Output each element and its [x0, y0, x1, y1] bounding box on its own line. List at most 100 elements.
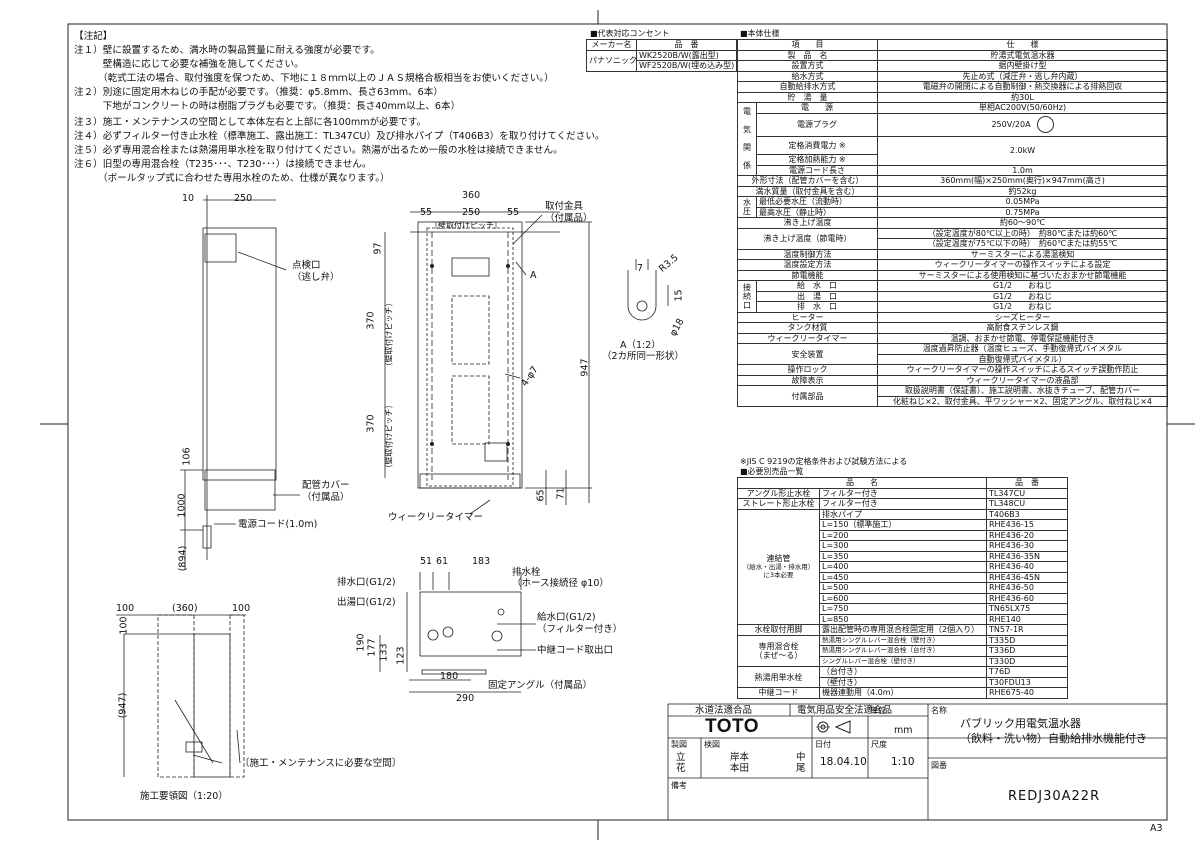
hot-port-icon [442, 626, 454, 638]
detail-15: 15 [673, 289, 685, 302]
date-value: 18.04.10 [820, 756, 867, 768]
req-360: (360) [172, 603, 198, 614]
unit-label: 単位 [870, 706, 886, 715]
hot-port-label: 出湯口(G1/2) [337, 597, 396, 608]
pipe-group-cell: 連結管 （給水・出湯・排水用） に3本必要 [737, 508, 820, 625]
spec-value: 2.0kW [877, 135, 1168, 166]
scale-value: 1:10 [891, 756, 915, 768]
note-line: 注５）必ず専用混合栓または熱湯用単水栓を取り付けてください。熱湯が出るため一般の… [74, 145, 563, 156]
pipe-group-label: 連結管 [766, 554, 791, 564]
pipe-cover-label-sub: （付属品） [302, 492, 350, 503]
dim-side-894: (894) [177, 545, 189, 572]
dim-front-250: 250 [462, 207, 481, 218]
water-port-label: 給水口(G1/2) [537, 612, 596, 623]
side-inspection-panel [204, 233, 237, 263]
dim-side-10: 10 [182, 193, 195, 204]
pipe-group: 接続口 [737, 280, 757, 313]
part-model: RHE675-40 [986, 687, 1068, 699]
req-947: (947) [117, 692, 129, 719]
front-view-body [417, 221, 523, 489]
dim-front-71: 71 [555, 487, 567, 500]
pipe-group-note: に3本必要 [763, 571, 794, 580]
note-line: 注１）壁に設置するため、満水時の製品質量に耐える強度が必要です。 [74, 45, 380, 56]
drain-valve-icon [497, 608, 505, 616]
date-label: 日付 [815, 740, 831, 749]
note-line: （ボールタップ式に合わせた専用水栓のため、仕様が異なります。） [74, 173, 390, 184]
dim-bottom-177: 177 [366, 638, 378, 657]
dim-front-360: 360 [462, 190, 481, 201]
mark-a: A [530, 270, 537, 281]
spec-label: 電源プラグ [756, 112, 878, 137]
product-name-2: （飲料・洗い物）自動給排水機能付き [960, 732, 1147, 745]
spec-value: 250V/20A [991, 120, 1031, 129]
spec-value: 0.75MPa [877, 206, 1168, 218]
water-port-icon [491, 630, 503, 642]
mix-group-label: 専用混合栓 [758, 641, 799, 651]
cert-water: 水道法適合品 [695, 705, 753, 716]
notes-block: 【注記】 注１）壁に設置するため、満水時の製品質量に耐える強度が必要です。 壁構… [74, 28, 605, 188]
dim-bottom-51: 51 [420, 556, 433, 567]
paper-size: A3 [1150, 823, 1163, 834]
outlets-title: ■代表対応コンセント [590, 29, 670, 38]
dim-front-947: 947 [579, 358, 591, 377]
note-line: 壁構造に応じて必要な補強を施してください。 [74, 59, 304, 70]
spec-value: 0.05MPa [877, 196, 1168, 208]
note-line: 下地がコンクリートの時は樹脂プラグも必要です。（推奨：長さ40mm以上、6本） [74, 101, 461, 112]
toto-logo: TOTO [705, 716, 760, 737]
inspection-label: 点検口 [292, 260, 321, 271]
req-title: 施工要領図（1:20） [140, 791, 228, 802]
dim-front-65: 65 [535, 489, 547, 502]
dim-bottom-123: 123 [395, 646, 407, 665]
dim-front-370b: 370 [365, 414, 377, 433]
drawing-no-label: 図番 [931, 761, 947, 770]
drain-port-icon [427, 629, 439, 641]
fixed-angle-label: 固定アングル（付属品） [488, 680, 593, 691]
bracket-label-sub: （付属品） [545, 213, 593, 224]
drawing-no: REDJ30A22R [1008, 789, 1101, 804]
check-label: 検図 [704, 740, 720, 749]
dim-side-250: 250 [234, 193, 253, 204]
relay-port-label: 中継コード取出口 [537, 645, 614, 656]
req-100c: 100 [118, 616, 130, 635]
note-line: 注４）必ずフィルター付き止水栓（標準施工、露出施工：TL347CU）及び排水パイ… [74, 131, 605, 142]
mix-group-label: （まぜ～る） [754, 650, 803, 660]
water-port-label-sub: （フィルター付き） [537, 624, 623, 635]
dim-front-55b: 55 [507, 207, 520, 218]
cert-elec: 電気用品安全法適合品 [797, 705, 893, 716]
spec-value: （設定温度が75℃以下の時） 約60℃または約55℃ [877, 238, 1168, 250]
detail-7: 7 [637, 263, 644, 274]
dim-front-97: 97 [372, 242, 384, 255]
drain-valve-label: 排水栓 [512, 567, 541, 578]
product-name-1: パブリック用電気温水器 [960, 717, 1081, 730]
note-line: 注３）施工・メンテナンスの空間として本体左右と上部に各100mmが必要です。 [74, 117, 427, 128]
checked-by-2: 中尾 [796, 752, 806, 774]
made-by: 立花 [676, 752, 686, 774]
parts-title: ■必要別売品一覧 [740, 467, 804, 476]
pipe-group-note: （給水・出湯・排水用） [742, 563, 815, 572]
pitch-v-label-b: （壁取付けピッチ） [384, 400, 394, 473]
side-pipe-cover [204, 469, 276, 511]
outlets-model: WF2520B/W(埋め込み型) [636, 60, 737, 72]
detail-title: A（1:2） [620, 340, 661, 351]
projection-symbol-icon [816, 720, 851, 734]
dim-front-55a: 55 [420, 207, 433, 218]
checked-by: 岸本 [730, 752, 750, 763]
spec-label: 定格加熱能力 ※ [756, 154, 878, 166]
dim-bottom-180: 180 [440, 671, 459, 682]
remarks-label: 備考 [671, 781, 687, 790]
checked-by: 本田 [730, 763, 750, 774]
note-line: （乾式工法の場合、取付強度を保つため、下地に１８ｍｍ以上のＪＡＳ規格合板相当をお… [74, 73, 554, 84]
req-100a: 100 [116, 603, 135, 614]
pipe-cover-label: 配管カバー [302, 480, 350, 491]
note-line: 注６）旧型の専用混合栓（T235･･･、T230･･･）は接続できません。 [74, 159, 372, 170]
timer-box [484, 442, 508, 462]
spec-label: 沸き上げ温度（節電時） [737, 227, 878, 250]
spec-label: 付属部品 [737, 385, 878, 407]
notes-header: 【注記】 [74, 31, 113, 42]
bracket-label: 取付金具 [545, 201, 584, 212]
dim-bottom-290: 290 [456, 693, 475, 704]
